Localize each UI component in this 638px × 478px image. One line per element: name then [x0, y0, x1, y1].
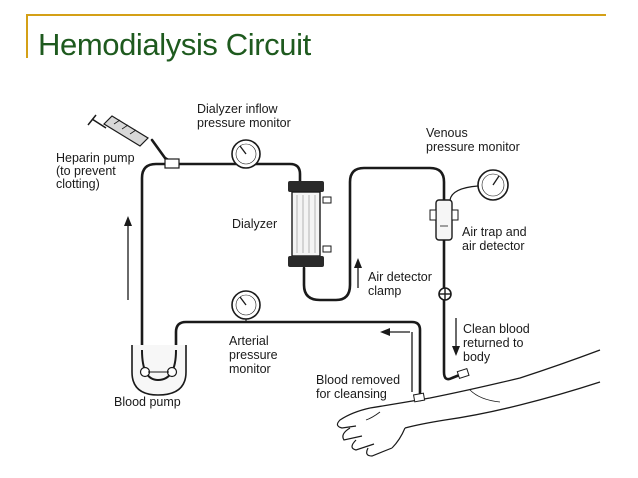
- arterial-pressure-gauge: [231, 290, 261, 320]
- label-heparin-pump: Heparin pump (to prevent clotting): [56, 151, 138, 191]
- accent-line-left: [26, 14, 28, 58]
- air-detector-clamp: [438, 287, 452, 301]
- flow-arrow-up-left: [124, 216, 132, 300]
- label-air-clamp: Air detector clamp: [368, 270, 435, 298]
- dialyzer-cartridge: [288, 181, 332, 267]
- venous-monitor-line: [449, 185, 479, 201]
- label-air-trap: Air trap and air detector: [462, 225, 530, 253]
- slide-title: Hemodialysis Circuit: [38, 27, 311, 62]
- arterial-needle: [412, 392, 426, 403]
- heparin-syringe: [87, 114, 180, 169]
- venous-needle: [456, 367, 470, 379]
- blood-pump: [131, 345, 187, 396]
- tube-pump-to-dialyzer: [140, 162, 302, 347]
- label-arterial-monitor: Arterial pressure monitor: [229, 334, 281, 376]
- flow-arrow-left-removed: [380, 328, 413, 392]
- label-blood-removed: Blood removed for cleansing: [316, 373, 404, 401]
- tube-venous-to-patient: [442, 238, 464, 381]
- accent-line-top: [26, 14, 606, 16]
- label-venous-monitor: Venous pressure monitor: [426, 126, 520, 154]
- label-blood-pump: Blood pump: [114, 395, 181, 409]
- dialyzer-inflow-gauge: [231, 139, 261, 169]
- label-dialyzer-inflow: Dialyzer inflow pressure monitor: [197, 102, 291, 130]
- label-dialyzer: Dialyzer: [232, 217, 277, 231]
- tube-patient-to-pump: [174, 320, 422, 402]
- venous-pressure-gauge: [477, 169, 509, 201]
- flow-arrow-down-return: [452, 318, 460, 356]
- flow-arrow-up-clamp: [354, 258, 362, 288]
- tube-dialyzer-to-venous: [302, 166, 446, 302]
- patient-arm: [336, 349, 601, 457]
- air-trap: [429, 199, 459, 241]
- label-clean-blood: Clean blood returned to body: [463, 322, 533, 364]
